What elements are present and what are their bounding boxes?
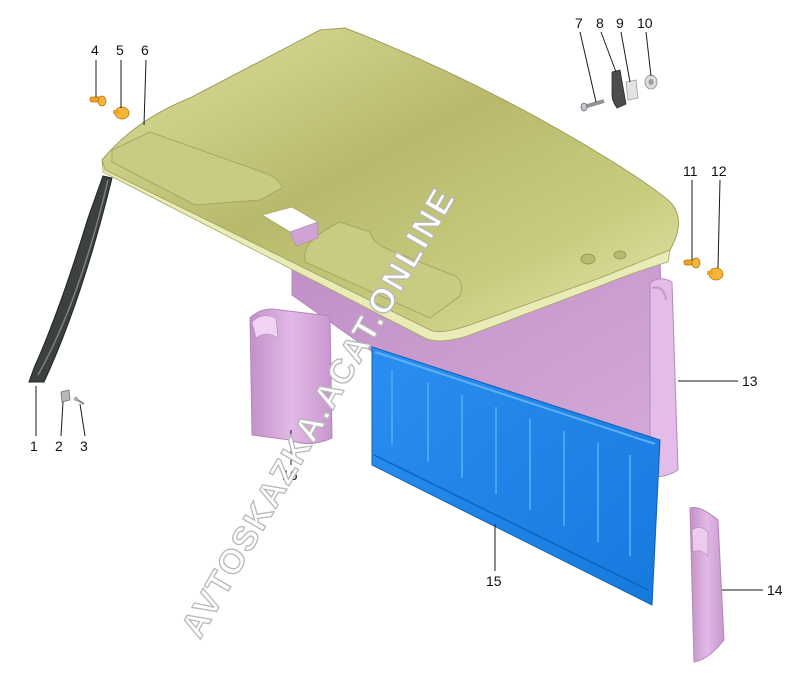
callout-16: 16 — [282, 467, 298, 483]
callout-12: 12 — [711, 163, 727, 179]
callout-15: 15 — [486, 573, 502, 589]
callout-3: 3 — [80, 438, 88, 454]
part-14-pillar-trim — [689, 507, 725, 663]
part-11-fastener — [683, 257, 701, 269]
part-1-seal — [28, 175, 113, 383]
callout-10: 10 — [637, 15, 653, 31]
leader-lines — [35, 31, 763, 591]
part-16-pillar-trim — [249, 308, 333, 444]
part-6-roof — [101, 27, 679, 342]
part-3-screw — [73, 396, 85, 405]
callout-4: 4 — [91, 42, 99, 58]
callout-2: 2 — [55, 438, 63, 454]
callout-6: 6 — [141, 42, 149, 58]
callout-8: 8 — [596, 15, 604, 31]
part-5-fastener — [113, 106, 130, 120]
callout-14: 14 — [767, 582, 783, 598]
part-9-washer — [625, 79, 639, 101]
part-4-fastener — [89, 95, 107, 107]
callout-9: 9 — [616, 15, 624, 31]
part-2-clip — [60, 389, 71, 403]
part-10-nut — [644, 74, 658, 90]
callout-labels: 1 2 3 4 5 6 7 8 9 10 11 12 13 14 15 16 — [30, 15, 783, 598]
callout-5: 5 — [116, 42, 124, 58]
callout-7: 7 — [575, 15, 583, 31]
part-8-bracket — [611, 69, 627, 109]
callout-1: 1 — [30, 438, 38, 454]
callout-11: 11 — [683, 163, 698, 179]
part-12-fastener — [707, 267, 724, 281]
callout-13: 13 — [742, 373, 758, 389]
part-15-lining-panel — [371, 346, 661, 606]
part-7-bolt — [580, 99, 605, 112]
